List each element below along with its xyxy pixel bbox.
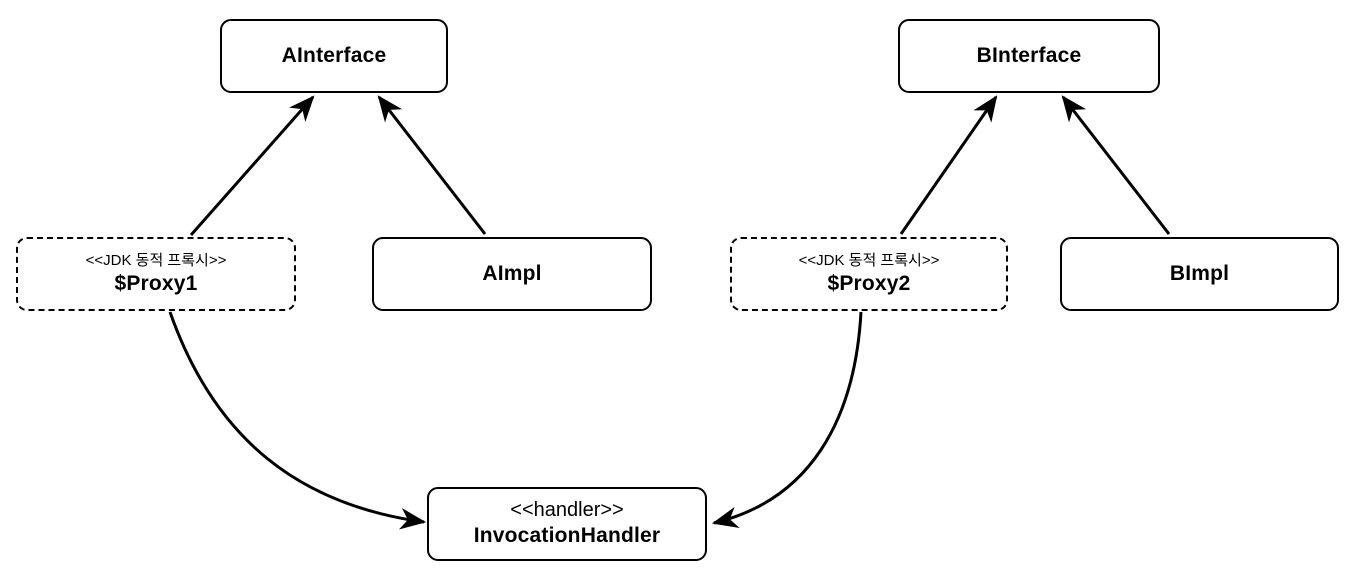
arrow-bimpl-to-binterface (1061, 95, 1171, 235)
arrow-proxy1-to-handler (168, 311, 427, 530)
node-invocation-handler[interactable]: <<handler>> InvocationHandler (427, 487, 707, 561)
arrow-aimpl-to-ainterface (377, 95, 487, 235)
node-handler-title: InvocationHandler (473, 524, 661, 548)
node-proxy2-stereotype: <<JDK 동적 프록시>> (798, 251, 940, 269)
node-handler-stereotype: <<handler>> (510, 499, 624, 522)
node-proxy2[interactable]: <<JDK 동적 프록시>> $Proxy2 (730, 237, 1008, 311)
arrow-proxy2-to-binterface (899, 95, 998, 235)
node-proxy2-title: $Proxy2 (827, 272, 911, 296)
node-ainterface-title: AInterface (281, 43, 387, 67)
node-aimpl[interactable]: AImpl (372, 237, 652, 311)
node-proxy1-title: $Proxy1 (114, 272, 198, 296)
node-ainterface[interactable]: AInterface (220, 19, 448, 93)
arrow-proxy2-to-handler (711, 311, 863, 528)
node-aimpl-title: AImpl (482, 261, 542, 285)
node-binterface-title: BInterface (976, 43, 1082, 67)
node-proxy1-stereotype: <<JDK 동적 프록시>> (85, 251, 227, 269)
node-bimpl-title: BImpl (1169, 261, 1230, 285)
node-bimpl[interactable]: BImpl (1060, 237, 1339, 311)
node-binterface[interactable]: BInterface (898, 19, 1160, 93)
arrow-proxy1-to-ainterface (189, 95, 315, 236)
node-proxy1[interactable]: <<JDK 동적 프록시>> $Proxy1 (16, 237, 296, 311)
